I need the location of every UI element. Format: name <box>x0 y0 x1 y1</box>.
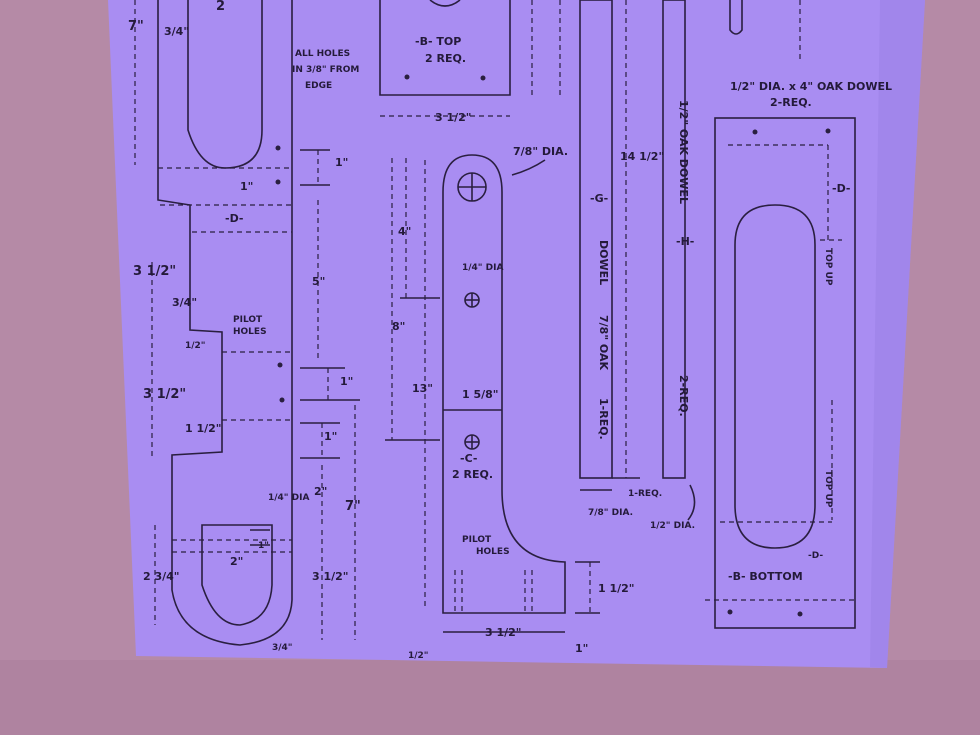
label-dim-1-d: 1" <box>324 430 337 443</box>
part-c-drawing <box>385 154 600 633</box>
label-dim-1-2-bottom: 1/2" <box>408 651 429 661</box>
label-dia-7-8: 7/8" DIA. <box>513 145 568 158</box>
label-dim-3-4-top: 3/4" <box>164 25 189 38</box>
label-dia-1-4-mid: 1/4" DIA <box>462 263 503 273</box>
label-pilot-c-1: PILOT <box>462 535 492 545</box>
label-dim-3-half-a: 3 1/2" <box>133 264 176 279</box>
label-dim-2-3-4: 2 3/4" <box>143 570 180 583</box>
label-dim-7: 7" <box>128 19 144 34</box>
label-dim-1-a: 1" <box>335 156 348 169</box>
label-all-holes-2: IN 3/8" FROM <box>292 65 359 75</box>
label-dim-2-top: 2 <box>216 0 225 14</box>
label-all-holes-3: EDGE <box>305 81 332 91</box>
label-b-top: -B- TOP <box>415 35 461 48</box>
label-c: -C- <box>460 452 477 465</box>
label-dim-2-bottom: 2" <box>230 555 243 568</box>
label-req-g-bottom: 1-REQ. <box>628 489 662 499</box>
label-dim-13: 13" <box>412 382 433 395</box>
label-b-top-req: 2 REQ. <box>425 52 466 65</box>
label-b-bottom: -B- BOTTOM <box>728 570 803 583</box>
dowels-drawing <box>579 0 801 521</box>
label-top-up-2: TOP UP <box>823 470 833 508</box>
label-dowel-spec: 1/2" DIA. x 4" OAK DOWEL <box>730 80 892 93</box>
label-dim-4: 4" <box>398 225 411 238</box>
label-c-req: 2 REQ. <box>452 468 493 481</box>
label-oak-h: 1/2" OAK DOWEL <box>677 100 690 204</box>
label-dim-8: 8" <box>392 320 405 333</box>
label-dim-1-half-c: 1 1/2" <box>598 582 635 595</box>
label-dim-7-right: 7" <box>345 499 361 514</box>
label-all-holes-1: ALL HOLES <box>295 49 350 59</box>
label-dia-1-2-bottom: 1/2" DIA. <box>650 521 695 531</box>
label-dim-3-half-c: 3 1/2" <box>312 570 349 583</box>
label-dim-1-c: 1" <box>340 375 353 388</box>
label-dim-1-b: 1" <box>240 180 253 193</box>
label-dim-14-half: 14 1/2" <box>620 150 664 163</box>
label-dim-3-half-top: 3 1/2" <box>435 111 472 124</box>
label-dim-1-bottom-right: 1" <box>575 642 588 655</box>
label-oak-g: 7/8" OAK <box>597 315 610 370</box>
paper-sheet <box>108 0 925 668</box>
label-d-right: -D- <box>832 182 850 195</box>
label-req-g: 1-REQ. <box>597 398 610 440</box>
label-dim-5: 5" <box>312 275 325 288</box>
label-top-up-1: TOP UP <box>823 248 833 286</box>
label-g: -G- <box>590 192 608 205</box>
wall-shadow <box>0 660 980 735</box>
label-dia-7-8-bottom: 7/8" DIA. <box>588 508 633 518</box>
label-dim-1-half: 1 1/2" <box>185 422 222 435</box>
paper-edge-shade <box>870 0 925 668</box>
label-dim-2-mid: 2" <box>314 485 327 498</box>
label-h: -H- <box>676 235 694 248</box>
label-dim-3-4-corner: 3/4" <box>272 643 293 653</box>
part-a-drawing <box>134 0 360 646</box>
label-pilot-holes: PILOT <box>233 315 263 325</box>
label-dim-3-half-c-bottom: 3 1/2" <box>485 626 522 639</box>
label-d-right-bottom: -D- <box>808 551 823 561</box>
label-d-left: -D- <box>225 212 243 225</box>
label-dim-3-half-b: 3 1/2" <box>143 387 186 402</box>
label-dowel-req: 2-REQ. <box>770 96 812 109</box>
label-dia-1-4: 1/4" DIA <box>268 493 309 503</box>
part-b-bottom-drawing <box>705 117 856 629</box>
label-req-h: 2-REQ. <box>677 375 690 417</box>
label-pilot-holes-2: HOLES <box>233 327 267 337</box>
label-pilot-c-2: HOLES <box>476 547 510 557</box>
label-dim-1-5-8: 1 5/8" <box>462 388 499 401</box>
label-dim-3-4-mid: 3/4" <box>172 296 197 309</box>
label-dowel-g: DOWEL <box>597 240 610 285</box>
label-dim-1-bottom: 1" <box>258 541 269 551</box>
part-b-top-drawing <box>379 0 561 117</box>
label-dim-1-2-small: 1/2" <box>185 341 206 351</box>
drawing-labels: 7" 3/4" 2 ALL HOLES IN 3/8" FROM EDGE -B… <box>128 0 892 661</box>
